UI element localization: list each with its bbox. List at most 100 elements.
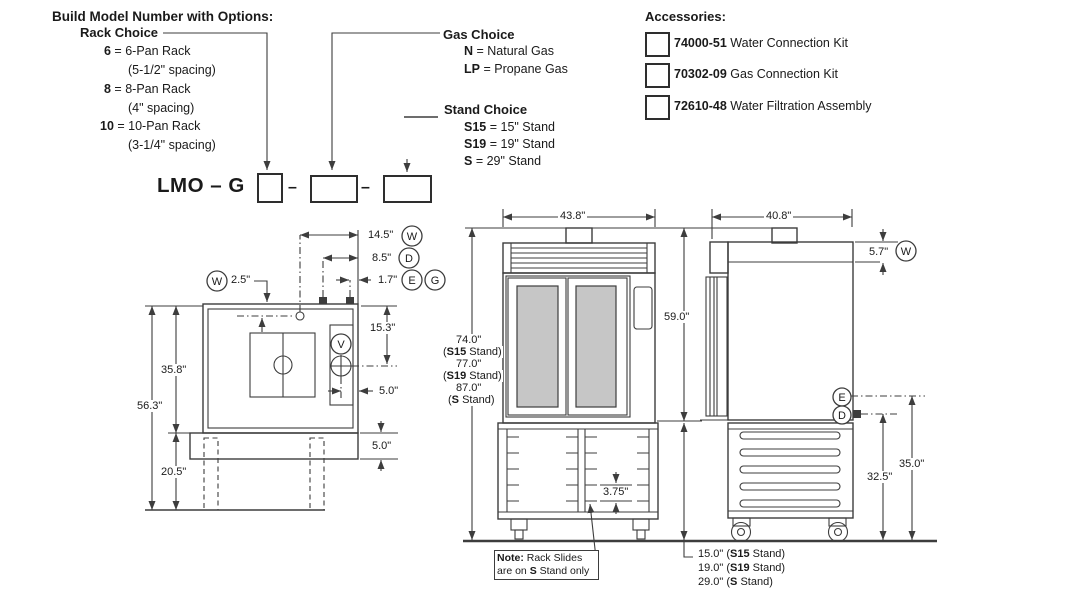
svg-text:E: E [408,275,415,287]
right-door-glass [575,285,617,408]
electric-icon: E [401,269,423,291]
stand-choice-label: Stand Choice [444,102,528,117]
dim-label: 5.0" [370,440,394,452]
rack-option-spacing: (5-1/2" spacing) [128,63,216,77]
gas-option: LP = Propane Gas [464,62,568,76]
model-prefix: LMO – G [157,174,245,197]
accessory-checkbox[interactable] [645,32,670,57]
stand-height: 19.0" (S19 Stand) [697,562,787,574]
accessory-item: 74000-51 Water Connection Kit [674,36,848,50]
drain-icon: D [398,247,420,269]
dim-label: 59.0" [662,311,692,323]
svg-text:W: W [212,276,223,288]
caster-wheel [827,521,849,543]
rack-slides-note: Note: Rack Slides are on S Stand only [494,550,599,581]
dim-label: 20.5" [159,466,189,478]
dim-label: 2.5" [229,274,253,286]
water-icon: W [206,270,228,292]
caster [632,518,650,531]
svg-text:E: E [838,392,845,404]
gas-icon: G [424,269,446,291]
hood-louvers [511,247,647,269]
dim-label: 14.5" [366,229,396,241]
right-door [567,277,628,416]
stand-option: S15 = 15" Stand [464,120,555,134]
control-panel [633,286,653,330]
base-panel [189,432,359,460]
height-value: 77.0" [455,358,483,370]
gas-option: N = Natural Gas [464,44,554,58]
stand-option: S19 = 19" Stand [464,137,555,151]
drain-stub-side [853,410,861,418]
svg-text:W: W [901,246,912,258]
caster-wheel [730,521,752,543]
dim-label: 5.7" [867,246,891,258]
model-separator: – [288,179,297,196]
rack-slides [507,436,649,502]
model-separator: – [361,179,370,196]
note-leader [587,503,597,559]
rack-choice-label: Rack Choice [80,25,159,40]
gas-choice-label: Gas Choice [443,27,515,42]
accessories-title: Accessories: [645,9,726,24]
drain-stub [319,297,327,304]
rack-option: 8 = 8-Pan Rack [104,82,191,96]
dim-label: 32.5" [865,471,895,483]
dim-label: 5.0" [377,385,401,397]
left-door [507,277,567,416]
cabinet-outline [202,303,359,434]
page-title: Build Model Number with Options: [52,9,274,24]
stand-height: 15.0" (S15 Stand) [697,548,787,560]
rack-option-spacing: (4" spacing) [128,101,195,115]
vent-channel [329,324,354,406]
height-value: 74.0" [455,334,483,346]
water-icon: W [401,225,423,247]
svg-text:D: D [838,410,846,422]
vent-icon: V [330,333,352,355]
dim-label: 35.8" [159,364,189,376]
stand-leg-dashed [309,437,325,511]
oven-body-side [727,241,854,421]
fan-circle [273,355,293,375]
accessory-checkbox[interactable] [645,95,670,120]
dim-label: 40.8" [764,210,794,222]
stand-leg-dashed [203,437,219,511]
electric-icon: E [832,387,852,407]
option-connector-lines [163,32,440,172]
rack-option-spacing: (3-1/4" spacing) [128,138,216,152]
accessory-item: 70302-09 Gas Connection Kit [674,67,838,81]
elec-gas-stub [346,297,354,304]
vent-chimney [565,227,593,244]
vent-chimney [771,227,798,244]
rack-option: 6 = 6-Pan Rack [104,44,191,58]
height-value: 87.0" [455,382,483,394]
svg-text:V: V [337,339,345,351]
height-stand: (S19 Stand) [442,370,503,382]
left-door-glass [516,285,559,408]
dim-label: 3.75" [601,486,631,498]
height-stand: (S15 Stand) [442,346,503,358]
svg-text:W: W [407,231,418,243]
stand-height: 29.0" (S Stand) [697,576,774,588]
side-view-drawing [700,209,925,543]
water-connection-point [295,311,305,321]
dim-label: 43.8" [558,210,588,222]
drain-icon: D [832,405,852,425]
svg-text:G: G [431,275,440,287]
accessory-item: 72610-48 Water Filtration Assembly [674,99,872,113]
stand-side [727,422,854,519]
model-stand-box [383,175,432,203]
dim-label: 56.3" [135,400,165,412]
accessory-checkbox[interactable] [645,63,670,88]
dim-label: 8.5" [370,252,394,264]
caster [510,518,528,531]
water-icon: W [895,240,917,262]
stand [497,422,659,520]
height-stand: (S Stand) [447,394,496,406]
model-gas-box [310,175,358,203]
dim-label: 1.7" [376,274,400,286]
svg-text:D: D [405,253,413,265]
rack-option: 10 = 10-Pan Rack [100,119,201,133]
